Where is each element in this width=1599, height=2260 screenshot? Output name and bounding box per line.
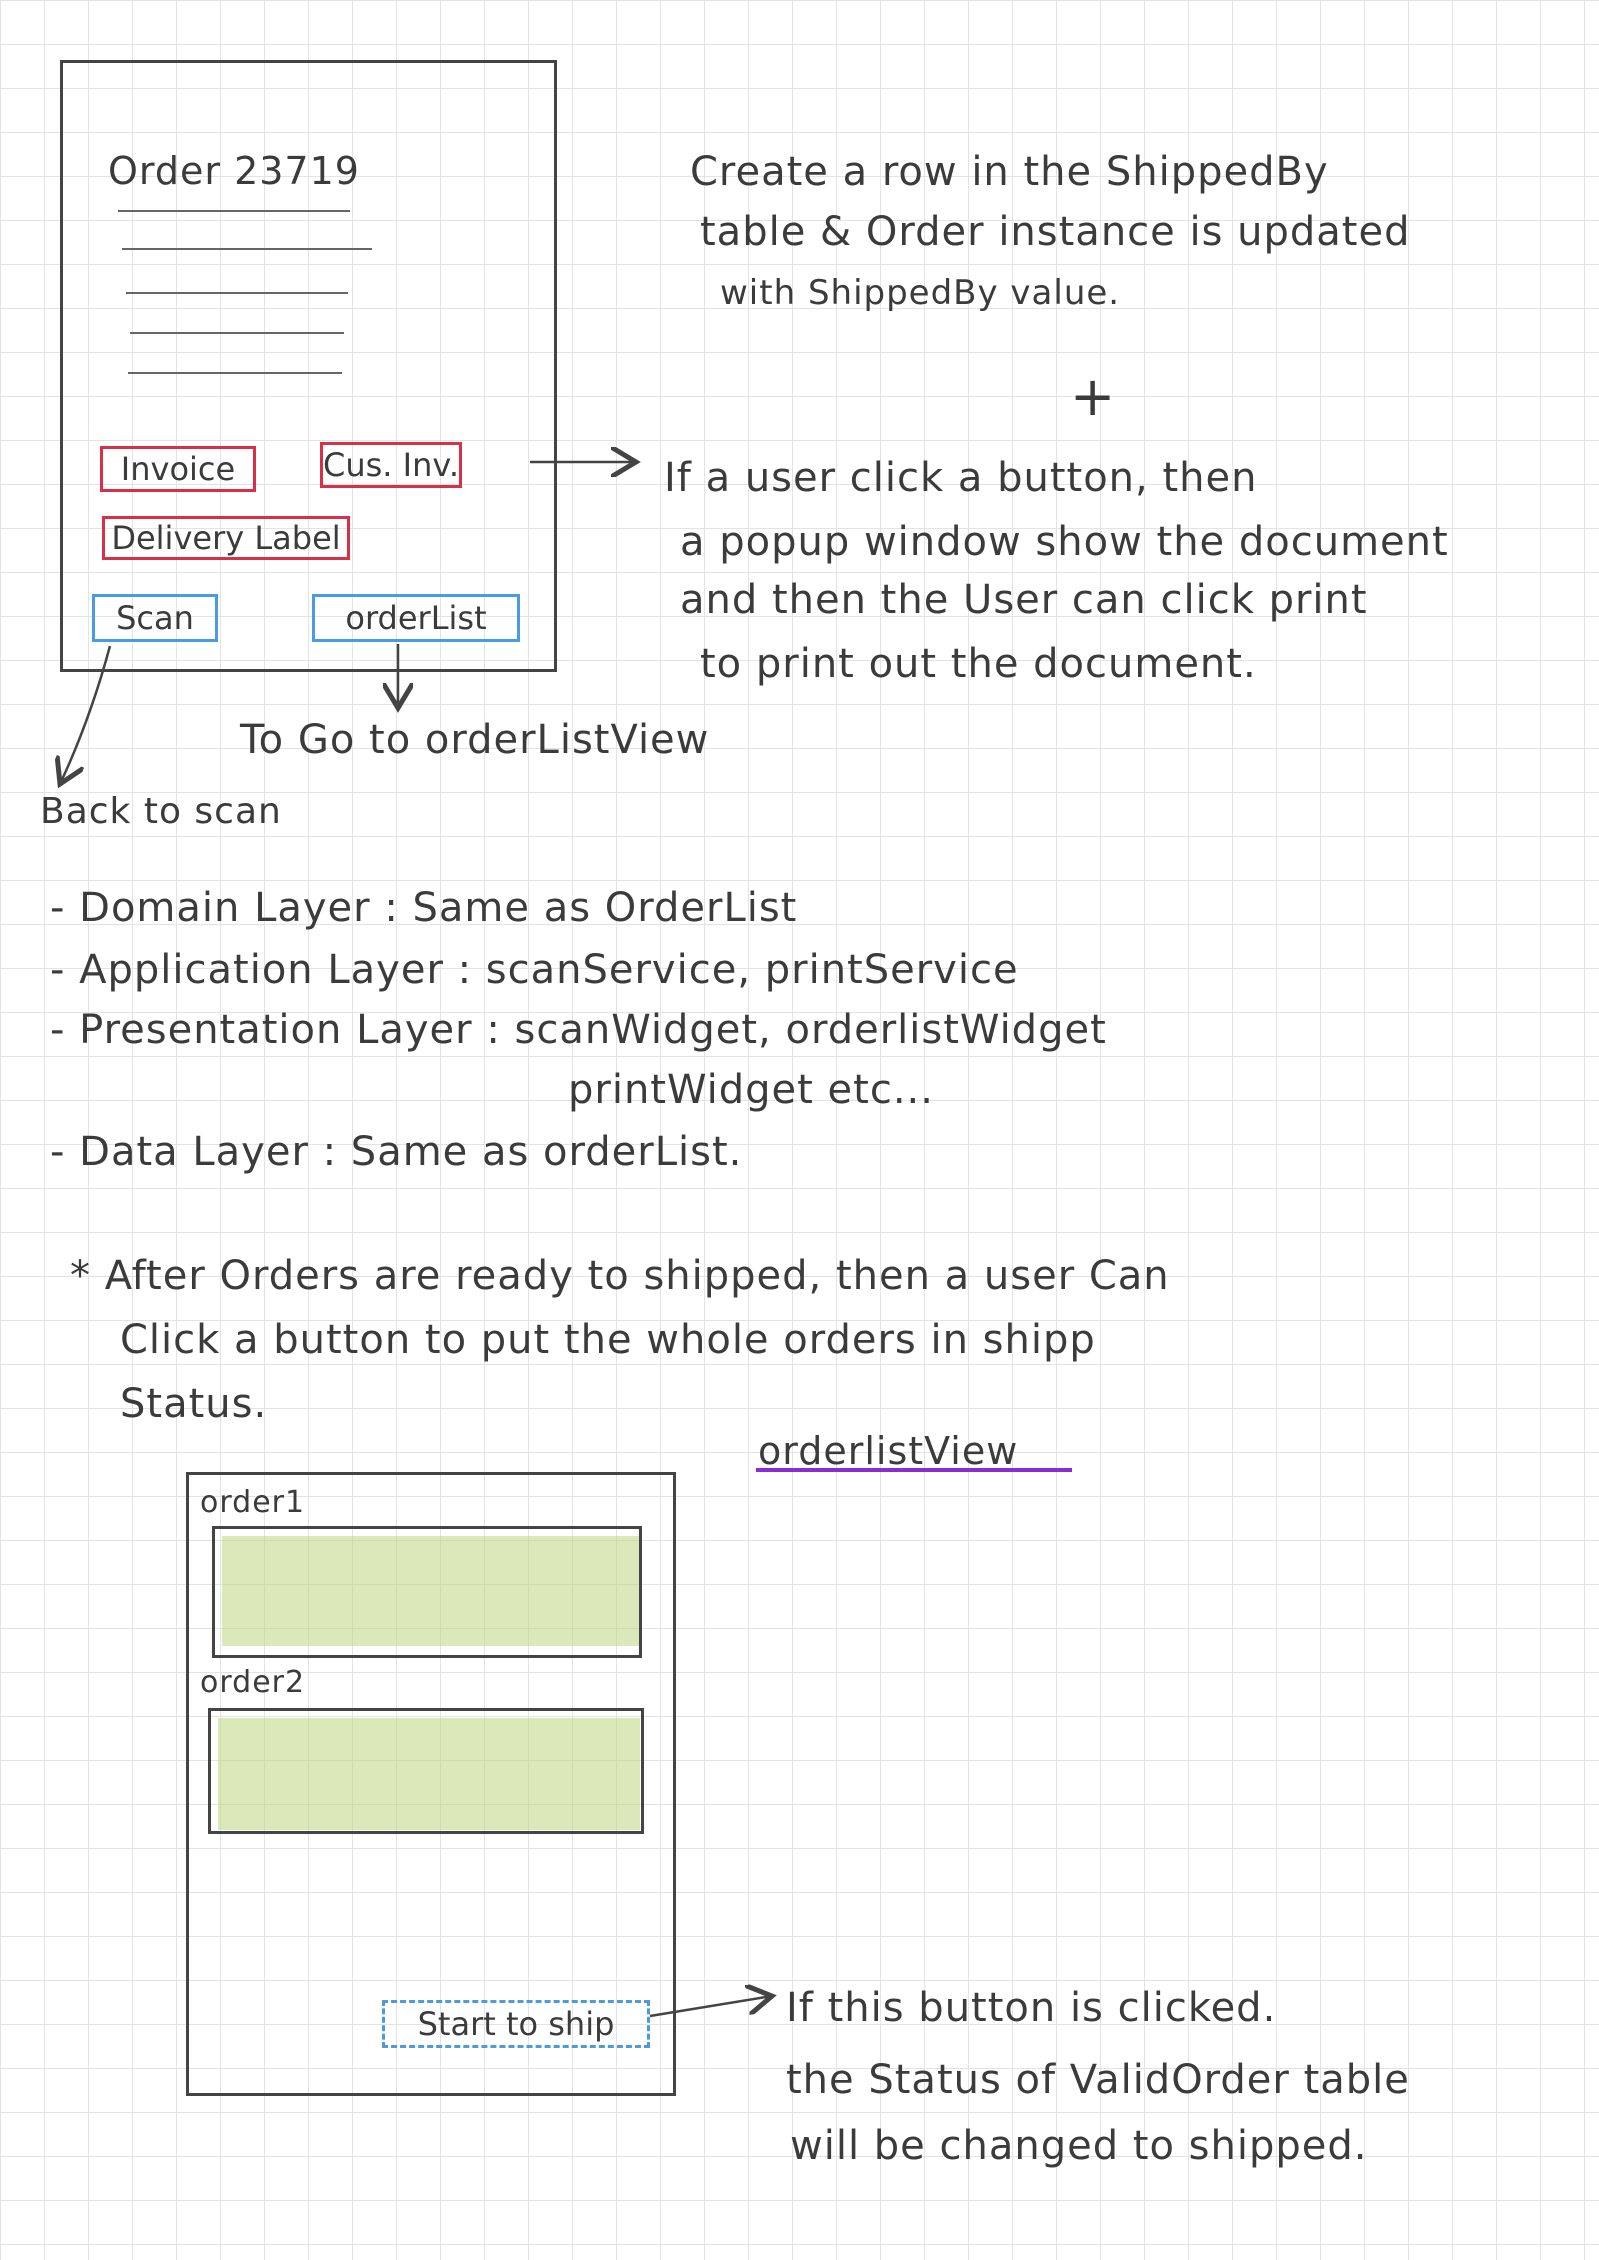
orderlist-button[interactable]: orderList xyxy=(312,594,520,642)
order2-highlight xyxy=(218,1718,640,1830)
click-note-line-3: will be changed to shipped. xyxy=(790,2123,1368,2169)
delivery-label-button[interactable]: Delivery Label xyxy=(102,516,350,560)
click-note-line-2: the Status of ValidOrder table xyxy=(786,2057,1410,2103)
order1-label: order1 xyxy=(200,1485,306,1520)
domain-layer-note: - Domain Layer : Same as OrderList xyxy=(50,885,798,931)
shippedby-note-line-1: Create a row in the ShippedBy xyxy=(690,149,1329,195)
shippedby-note-line-2: table & Order instance is updated xyxy=(700,209,1411,255)
placeholder-line-4 xyxy=(130,332,344,334)
start-to-ship-button[interactable]: Start to ship xyxy=(382,2000,650,2048)
popup-note-line-1: If a user click a button, then xyxy=(664,455,1258,501)
to-orderlist-note: To Go to orderListView xyxy=(240,717,710,763)
application-layer-note: - Application Layer : scanService, print… xyxy=(50,947,1019,993)
invoice-button[interactable]: Invoice xyxy=(100,446,256,492)
orderlist-view-title: orderlistView xyxy=(758,1429,1019,1473)
data-layer-note: - Data Layer : Same as orderList. xyxy=(50,1129,743,1175)
presentation-layer-note-cont: printWidget etc... xyxy=(568,1067,934,1113)
after-orders-note-line-1: * After Orders are ready to shipped, the… xyxy=(70,1253,1170,1299)
order-detail-mockup xyxy=(60,60,557,672)
shippedby-note-line-3: with ShippedBy value. xyxy=(720,273,1121,313)
placeholder-line-5 xyxy=(128,372,342,374)
placeholder-line-1 xyxy=(118,210,350,212)
placeholder-line-2 xyxy=(122,248,372,250)
after-orders-note-line-2: Click a button to put the whole orders i… xyxy=(120,1317,1096,1363)
popup-note-line-4: to print out the document. xyxy=(700,641,1257,687)
presentation-layer-note: - Presentation Layer : scanWidget, order… xyxy=(50,1007,1107,1053)
orderlist-view-underline xyxy=(756,1468,1072,1472)
plus-sign: + xyxy=(1070,365,1117,428)
order2-label: order2 xyxy=(200,1665,306,1700)
arrow-to-click-note xyxy=(649,1996,772,2018)
order1-card[interactable] xyxy=(212,1526,642,1658)
popup-note-line-2: a popup window show the document xyxy=(680,519,1449,565)
back-to-scan-note: Back to scan xyxy=(40,791,282,832)
after-orders-note-line-3: Status. xyxy=(120,1381,268,1427)
orderlist-view-mockup xyxy=(186,1472,676,2096)
cus-inv-button[interactable]: Cus. Inv. xyxy=(320,442,462,488)
order1-highlight xyxy=(222,1536,640,1646)
order2-card[interactable] xyxy=(208,1708,644,1834)
popup-note-line-3: and then the User can click print xyxy=(680,577,1368,623)
placeholder-line-3 xyxy=(126,292,348,294)
arrow-to-back-to-scan xyxy=(60,645,112,784)
scan-button[interactable]: Scan xyxy=(92,594,218,642)
click-note-line-1: If this button is clicked. xyxy=(786,1985,1277,2031)
order-title: Order 23719 xyxy=(108,149,360,193)
